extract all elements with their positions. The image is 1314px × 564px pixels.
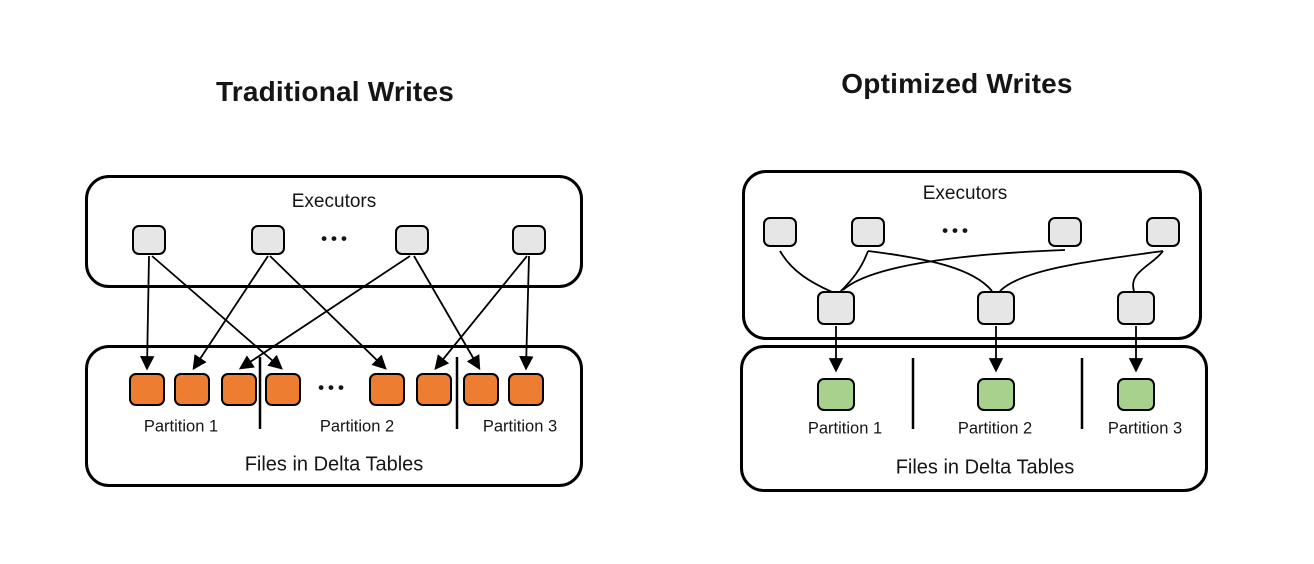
optimized-shuffle-curve <box>779 250 833 293</box>
optimized-executor-node-4 <box>1146 217 1180 247</box>
traditional-files-box <box>85 345 583 487</box>
traditional-file-node-8 <box>508 373 544 406</box>
traditional-file-node-4 <box>265 373 301 406</box>
optimized-partition-3-label: Partition 3 <box>1107 419 1183 438</box>
optimized-shuffle-curve <box>999 250 1164 292</box>
traditional-shuffle-arrow <box>519 255 534 371</box>
traditional-executor-node-4 <box>512 225 546 255</box>
optimized-executor-node-3 <box>1048 217 1082 247</box>
traditional-executor-node-3 <box>395 225 429 255</box>
optimized-shuffle-curve <box>839 250 869 293</box>
traditional-file-node-3 <box>221 373 257 406</box>
traditional-shuffle-arrow <box>269 255 387 370</box>
optimized-executors-ellipsis: ••• <box>942 221 972 240</box>
traditional-files-ellipsis: ••• <box>318 378 348 397</box>
optimized-file-node-3 <box>1117 378 1155 411</box>
optimized-executor-node-2 <box>851 217 885 247</box>
traditional-shuffle-arrow <box>413 255 481 371</box>
optimized-executor-node-1 <box>763 217 797 247</box>
traditional-file-node-5 <box>369 373 405 406</box>
optimized-file-node-1 <box>817 378 855 411</box>
traditional-partition-1-label: Partition 1 <box>143 417 219 436</box>
traditional-shuffle-arrow <box>192 255 269 371</box>
optimized-shuffle-curve <box>842 249 1066 291</box>
traditional-shuffle-arrow <box>140 255 155 371</box>
traditional-shuffle-arrow <box>238 255 411 370</box>
traditional-file-node-7 <box>463 373 499 406</box>
traditional-file-node-2 <box>174 373 210 406</box>
traditional-executors-ellipsis: ••• <box>321 229 351 248</box>
optimized-file-node-2 <box>977 378 1015 411</box>
traditional-executor-node-1 <box>132 225 166 255</box>
traditional-writes-title: Traditional Writes <box>215 76 455 107</box>
traditional-executors-label: Executors <box>291 191 377 212</box>
optimized-writes-title: Optimized Writes <box>841 68 1073 99</box>
traditional-partition-2-label: Partition 2 <box>319 417 395 436</box>
traditional-file-node-1 <box>129 373 165 406</box>
optimized-shuffle-node-1 <box>817 291 855 325</box>
optimized-shuffle-curve <box>1132 250 1164 292</box>
traditional-shuffle-arrow <box>151 255 283 370</box>
optimized-shuffle-node-3 <box>1117 291 1155 325</box>
optimized-partition-2-label: Partition 2 <box>957 419 1033 438</box>
traditional-shuffle-arrow <box>434 255 528 370</box>
optimized-partition-1-label: Partition 1 <box>807 419 883 438</box>
traditional-file-node-6 <box>416 373 452 406</box>
traditional-partition-3-label: Partition 3 <box>482 417 558 436</box>
optimized-shuffle-node-2 <box>977 291 1015 325</box>
traditional-executor-node-2 <box>251 225 285 255</box>
optimized-shuffle-curve <box>867 250 993 292</box>
optimized-executors-label: Executors <box>922 183 1008 204</box>
optimized-files-label: Files in Delta Tables <box>895 456 1075 479</box>
traditional-files-label: Files in Delta Tables <box>244 453 424 476</box>
